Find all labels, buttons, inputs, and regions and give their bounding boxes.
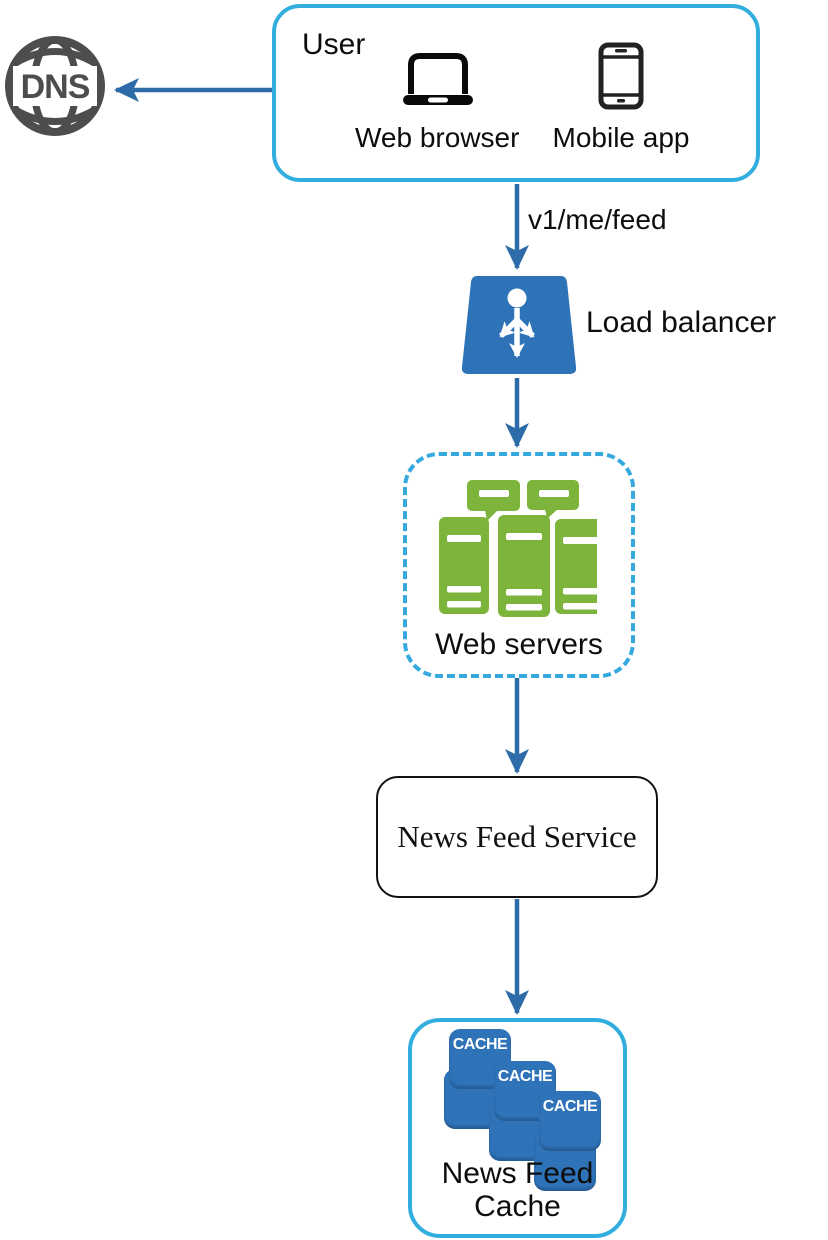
user-title: User <box>302 28 366 61</box>
load-balancer-label: Load balancer <box>586 306 777 339</box>
web-servers-icon <box>439 480 597 617</box>
cache-unit-1: CACHE <box>449 1029 511 1089</box>
news-feed-service-label: News Feed Service <box>397 819 637 854</box>
cache-unit-3-label: CACHE <box>542 1098 598 1115</box>
dns-globe-icon: DNS <box>5 36 105 136</box>
request-path-label: v1/me/feed <box>528 204 667 235</box>
laptop-icon <box>403 53 473 105</box>
mobile-phone-icon <box>598 42 644 110</box>
load-balancer-icon <box>461 276 577 374</box>
cache-unit-1-label: CACHE <box>452 1036 508 1053</box>
dns-label: DNS <box>21 68 90 106</box>
news-feed-service-node: News Feed Service <box>376 776 658 898</box>
user-node: User Web browser Mobile app <box>272 4 760 182</box>
cache-unit-3: CACHE <box>539 1091 601 1151</box>
news-feed-cache-node: CACHE CACHE CACHE News Feed Cache <box>408 1018 627 1238</box>
web-servers-label: Web servers <box>435 628 603 661</box>
cache-unit-2-label: CACHE <box>497 1068 553 1085</box>
web-browser-label: Web browser <box>355 122 520 153</box>
web-servers-node: Web servers <box>403 452 635 678</box>
news-feed-cache-label: News Feed Cache <box>441 1156 594 1224</box>
mobile-app-label: Mobile app <box>552 122 690 153</box>
